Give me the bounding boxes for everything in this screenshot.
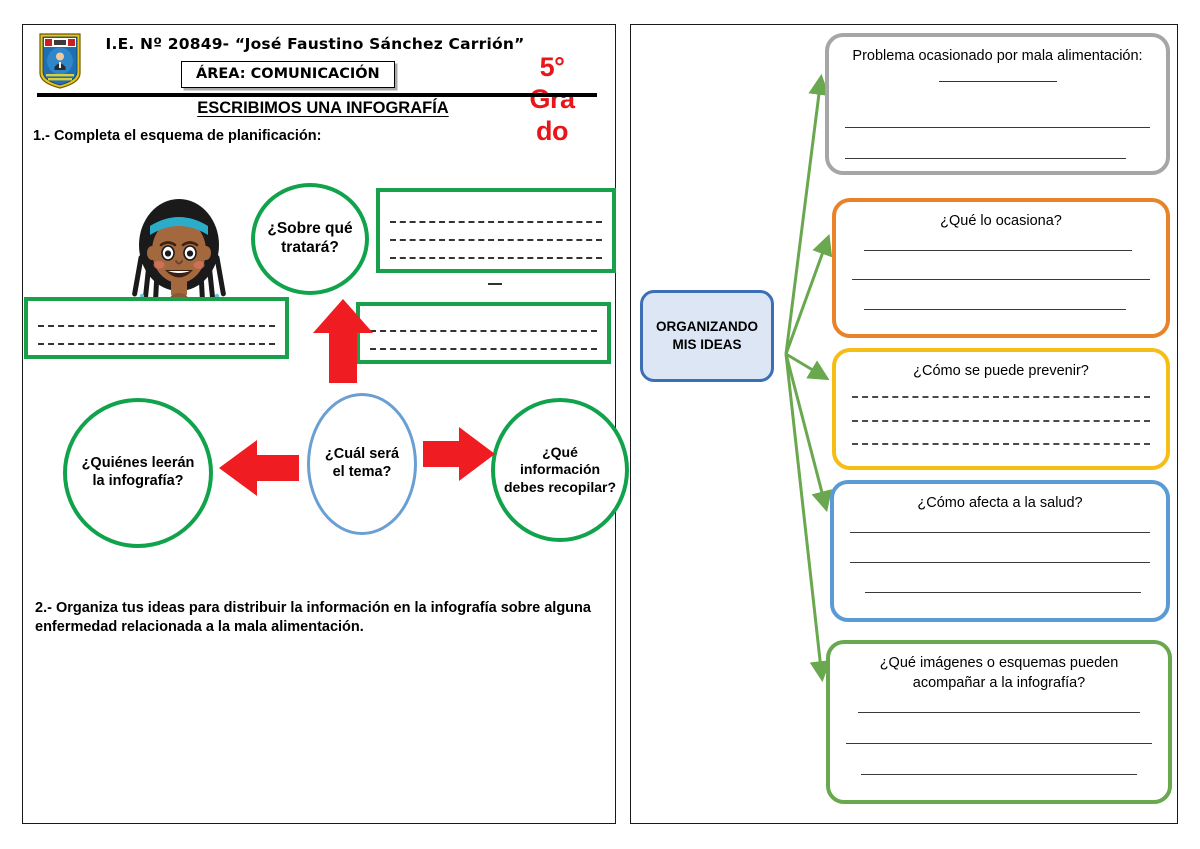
- grade-label: 5° Gra do: [529, 52, 575, 146]
- circle-cual-tema: ¿Cuál será el tema?: [307, 393, 417, 535]
- mind-map-box-title: ¿Cómo afecta a la salud?: [917, 495, 1083, 511]
- title-text: Problema ocasionado por mala alimentació…: [852, 48, 1143, 64]
- writing-line: [845, 158, 1126, 159]
- writing-line: [850, 562, 1150, 564]
- mind-map-box-title: Problema ocasionado por mala alimentació…: [845, 47, 1150, 86]
- writing-line: [390, 239, 602, 241]
- writing-line: [863, 308, 1127, 310]
- writing-line: [370, 348, 597, 350]
- mind-map-box-que-lo-ocasiona[interactable]: ¿Qué lo ocasiona?: [832, 198, 1170, 338]
- writing-lines: [845, 88, 1150, 163]
- mind-map-center-node: ORGANIZANDO MIS IDEAS: [640, 290, 774, 382]
- school-name: I.E. Nº 20849- “José Faustino Sánchez Ca…: [105, 35, 525, 53]
- inline-blank-line: [938, 80, 1057, 82]
- arrow-right-to-que-informacion: [421, 425, 497, 483]
- header-divider: [37, 93, 597, 97]
- answer-box-quienes[interactable]: [24, 297, 289, 359]
- writing-line: [846, 743, 1152, 745]
- answer-box-que-informacion[interactable]: [356, 302, 611, 364]
- area-label: ÁREA: COMUNICACIÓN: [181, 61, 395, 88]
- writing-line: [861, 774, 1137, 775]
- writing-line: [852, 279, 1150, 281]
- writing-lines: [852, 384, 1150, 458]
- writing-line: [863, 249, 1133, 251]
- planning-scheme-panel: I.E. Nº 20849- “José Faustino Sánchez Ca…: [22, 24, 629, 824]
- page-title: ESCRIBIMOS UNA INFOGRAFÍA: [197, 99, 449, 117]
- circle-que-informacion: ¿Qué información debes recopilar?: [491, 398, 629, 542]
- mind-map-box-como-afecta-salud[interactable]: ¿Cómo afecta a la salud?: [830, 480, 1170, 622]
- arrow-left-to-quienes: [217, 437, 301, 499]
- circle-quienes-leeran: ¿Quiénes leerán la infografía?: [63, 398, 213, 548]
- instruction-1: 1.- Completa el esquema de planificación…: [33, 128, 322, 144]
- writing-line: [852, 443, 1150, 446]
- stray-dash-mark: [488, 283, 502, 285]
- writing-line: [390, 257, 602, 259]
- writing-lines: [852, 234, 1150, 326]
- writing-line: [865, 592, 1141, 594]
- writing-line: [38, 343, 275, 345]
- mind-map-box-title: ¿Cómo se puede prevenir?: [913, 363, 1089, 379]
- mind-map-box-como-prevenir[interactable]: ¿Cómo se puede prevenir?: [832, 348, 1170, 470]
- mind-map-box-title: ¿Qué lo ocasiona?: [940, 213, 1062, 229]
- writing-line: [852, 419, 1150, 422]
- circle-sobre-que: ¿Sobre qué tratará?: [251, 183, 369, 295]
- writing-line: [390, 221, 602, 223]
- instruction-2: 2.- Organiza tus ideas para distribuir l…: [35, 600, 591, 636]
- writing-line: [38, 325, 275, 327]
- writing-line: [852, 396, 1150, 399]
- writing-lines: [846, 695, 1152, 792]
- mind-map-box-problema[interactable]: Problema ocasionado por mala alimentació…: [825, 33, 1170, 175]
- writing-line: [850, 532, 1150, 534]
- writing-line: [370, 330, 597, 332]
- mind-map-box-title: ¿Qué imágenes o esquemas pueden acompaña…: [879, 655, 1119, 691]
- writing-line: [845, 127, 1150, 128]
- writing-lines: [850, 516, 1150, 610]
- answer-box-sobre-que[interactable]: [376, 188, 616, 273]
- mind-map-box-que-imagenes[interactable]: ¿Qué imágenes o esquemas pueden acompaña…: [826, 640, 1172, 804]
- school-crest-logo: [39, 33, 81, 89]
- writing-line: [858, 712, 1140, 714]
- arrow-up-to-sobre-que: [311, 297, 375, 385]
